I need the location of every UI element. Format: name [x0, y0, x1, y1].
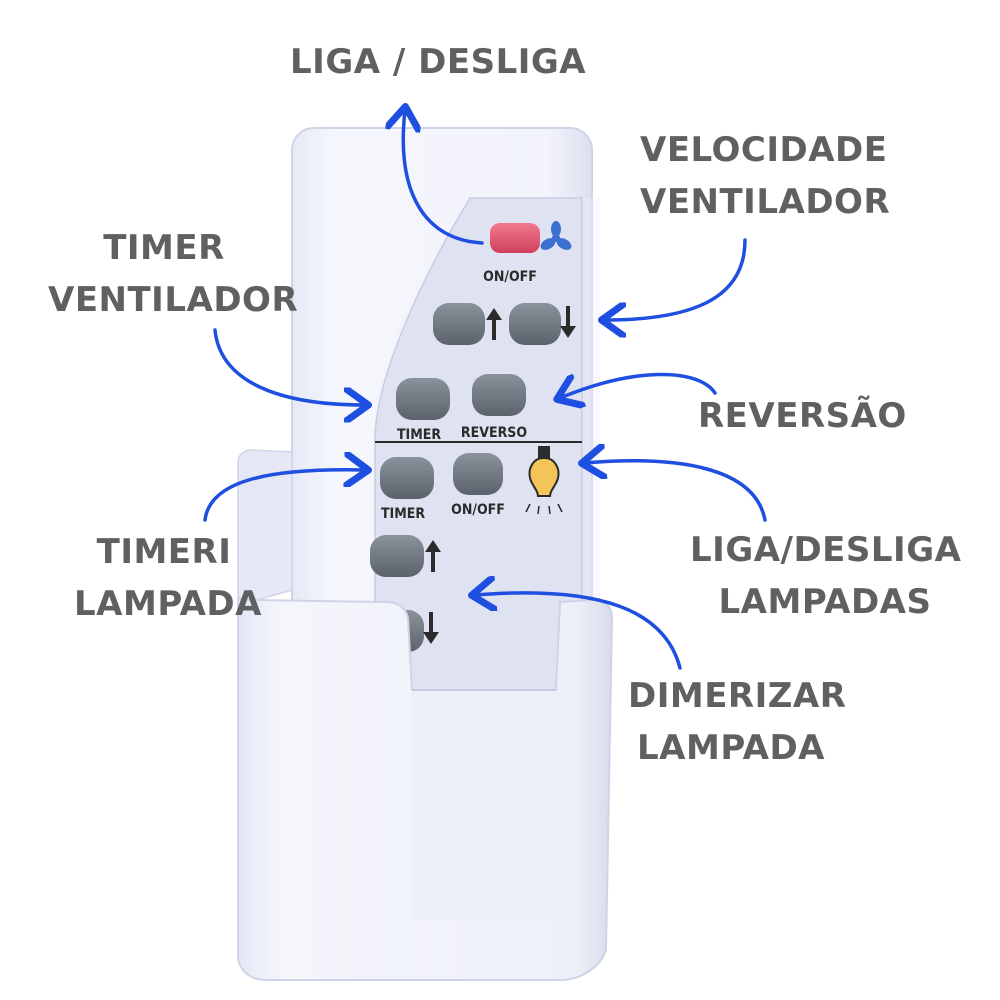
reverse-button[interactable]: [472, 374, 526, 416]
arrow-lamp-timer: [203, 470, 365, 522]
callout-lamp-timer-line1: TIMERI: [96, 532, 232, 572]
callout-dimmer: DIMERIZAR LAMPADA: [628, 670, 847, 774]
callout-reverse: REVERSÃO: [698, 390, 907, 442]
lamp-timer-button[interactable]: [380, 457, 434, 499]
callout-fan-timer: TIMER VENTILADOR: [48, 222, 299, 326]
lamp-timer-label: TIMER: [381, 506, 425, 522]
callout-fan-speed-line1: VELOCIDADE: [640, 130, 888, 170]
callout-fan-speed-line2: VENTILADOR: [640, 182, 891, 222]
reverse-label: REVERSO: [461, 425, 527, 441]
light-bulb-icon: [525, 446, 563, 515]
callout-arrows: [203, 110, 767, 670]
arrow-fan-speed: [605, 238, 747, 320]
callout-fan-speed: VELOCIDADE VENTILADOR: [640, 124, 890, 228]
lamp-on-off-label: ON/OFF: [451, 502, 505, 518]
arrow-down-icon: [423, 612, 439, 644]
arrow-power: [403, 110, 484, 245]
callout-dimmer-line1: DIMERIZAR: [628, 676, 847, 716]
callout-lamp-power: LIGA/DESLIGA LAMPADAS: [690, 524, 962, 628]
arrow-reverse: [560, 372, 717, 399]
fan-on-off-label: ON/OFF: [483, 269, 537, 285]
fan-timer-label: TIMER: [397, 427, 441, 443]
dimmer-up-button[interactable]: [370, 535, 424, 577]
fan-speed-down-button[interactable]: [509, 303, 561, 345]
arrow-down-icon: [560, 306, 576, 338]
callout-lamp-timer: TIMERI LAMPADA: [74, 526, 262, 630]
arrow-dimmer: [475, 593, 682, 670]
fan-timer-button[interactable]: [396, 378, 450, 420]
arrow-up-icon: [425, 540, 441, 572]
callout-dimmer-line2: LAMPADA: [637, 728, 825, 768]
callout-lamp-power-line1: LIGA/DESLIGA: [690, 530, 962, 570]
fan-power-button[interactable]: [490, 223, 540, 253]
arrow-lamp-power: [585, 461, 767, 522]
callout-reverse-text: REVERSÃO: [698, 396, 907, 436]
callout-lamp-power-line2: LAMPADAS: [718, 582, 932, 622]
arrow-fan-timer: [213, 328, 365, 405]
callout-lamp-timer-line2: LAMPADA: [74, 584, 262, 624]
lamp-power-button[interactable]: [453, 453, 503, 495]
callout-power: LIGA / DESLIGA: [290, 36, 586, 88]
callout-power-text: LIGA / DESLIGA: [290, 42, 587, 82]
wall-holder: [237, 449, 614, 981]
callout-fan-timer-line1: TIMER: [103, 228, 225, 268]
arrow-up-icon: [486, 308, 502, 340]
callout-fan-timer-line2: VENTILADOR: [48, 280, 299, 320]
fan-icon: [540, 221, 572, 250]
fan-speed-up-button[interactable]: [433, 303, 485, 345]
